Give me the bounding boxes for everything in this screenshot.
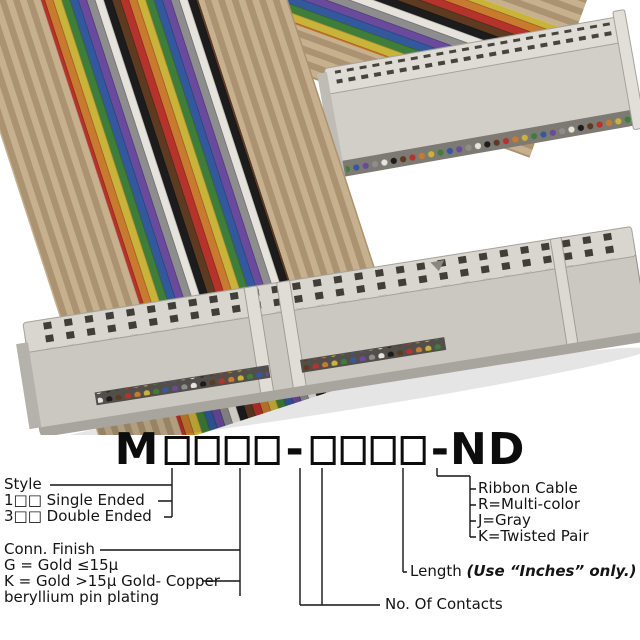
part-number-box [254, 435, 280, 465]
contacts-label: No. Of Contacts [385, 595, 503, 613]
length-label: Length (Use “Inches” only.) [410, 564, 636, 579]
style-option-double: 3□□ Double Ended [4, 507, 152, 525]
idc-connector-main [16, 226, 640, 435]
polarity-arrow-mark [430, 260, 445, 272]
product-photo [0, 0, 640, 435]
conn-finish-title: Conn. Finish [4, 540, 95, 558]
part-number-box [310, 435, 336, 465]
length-prefix: Length [410, 562, 467, 580]
idc-connector-top-right [316, 9, 640, 181]
ribbon-option-twisted: K=Twisted Pair [478, 527, 589, 545]
part-number-char: M [114, 424, 160, 475]
conn-finish-gold-gt15: K = Gold >15µ Gold- Copper [4, 572, 220, 590]
style-option-single: 1□□ Single Ended [4, 491, 145, 509]
part-number: M--ND [112, 428, 529, 472]
style-title: Style [4, 475, 42, 493]
part-number-box [224, 435, 250, 465]
ribbon-cable-title: Ribbon Cable [478, 479, 578, 497]
length-note: (Use “Inches” only.) [466, 562, 637, 580]
part-number-box [400, 435, 426, 465]
part-number-char: - [285, 424, 305, 475]
part-number-box [164, 435, 190, 465]
part-number-box [340, 435, 366, 465]
part-number-box [194, 435, 220, 465]
part-number-char: -ND [430, 424, 526, 475]
ribbon-option-multicolor: R=Multi-color [478, 495, 581, 513]
ribbon-option-gray: J=Gray [478, 511, 531, 529]
conn-finish-gold-le15: G = Gold ≤15µ [4, 556, 119, 574]
conn-finish-plating: beryllium pin plating [4, 588, 160, 606]
part-number-box [370, 435, 396, 465]
